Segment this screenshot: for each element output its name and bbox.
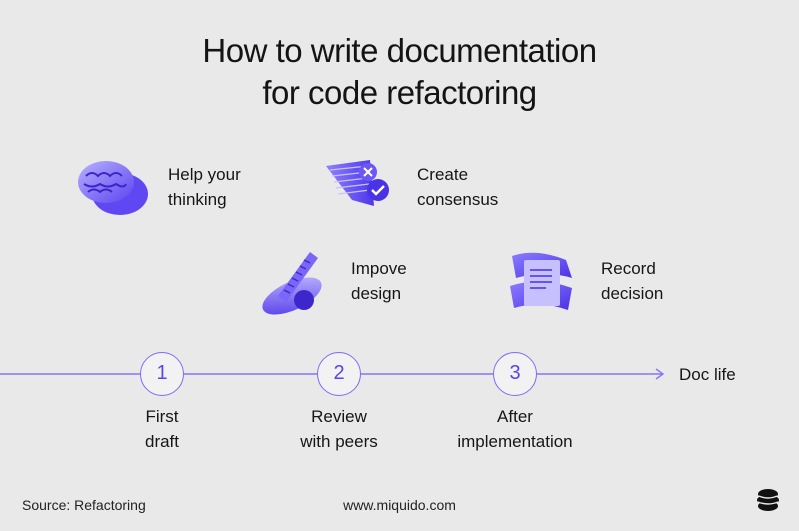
step-label-line-2: implementation: [457, 432, 573, 451]
benefit-label-line-2: decision: [601, 284, 664, 303]
step-label-line-1: First: [145, 407, 179, 426]
page-title: How to write documentation for code refa…: [0, 30, 799, 114]
step-number-2: 2: [317, 352, 361, 396]
benefit-create-consensus: Create consensus: [322, 152, 542, 232]
step-label-line-2: draft: [144, 432, 180, 451]
step-label-3: After implementation: [430, 404, 600, 454]
consensus-check-icon: [326, 160, 389, 206]
benefit-label-line-1: Impove: [351, 259, 407, 278]
step-number-1: 1: [140, 352, 184, 396]
step-label-line-1: After: [497, 407, 533, 426]
design-ruler-icon: [262, 252, 322, 315]
arrow-right-icon: [655, 368, 665, 380]
website-link[interactable]: www.miquido.com: [343, 497, 456, 513]
step-label-1: First draft: [77, 404, 247, 454]
miquido-logo-icon: [757, 489, 779, 511]
step-number-3: 3: [493, 352, 537, 396]
benefit-label-line-2: consensus: [417, 190, 499, 209]
benefit-label-line-2: thinking: [168, 190, 227, 209]
document-record-icon: [510, 252, 572, 310]
benefit-label-line-1: Create: [417, 165, 469, 184]
title-line-2: for code refactoring: [262, 74, 537, 111]
step-label-2: Review with peers: [254, 404, 424, 454]
timeline-end-label: Doc life: [679, 365, 736, 384]
benefit-label-line-1: Record: [601, 259, 656, 278]
step-label-line-1: Review: [311, 407, 367, 426]
step-label-line-2: with peers: [300, 432, 378, 451]
source-credit: Source: Refactoring: [22, 497, 146, 513]
benefit-label-line-2: design: [351, 284, 402, 303]
benefit-improve-design: Impove design: [258, 246, 478, 322]
benefit-help-thinking: Help your thinking: [72, 152, 292, 232]
brain-icon: [78, 161, 148, 215]
benefit-record-decision: Record decision: [506, 248, 726, 324]
title-line-1: How to write documentation: [202, 32, 597, 69]
benefit-label-line-1: Help your: [168, 165, 241, 184]
